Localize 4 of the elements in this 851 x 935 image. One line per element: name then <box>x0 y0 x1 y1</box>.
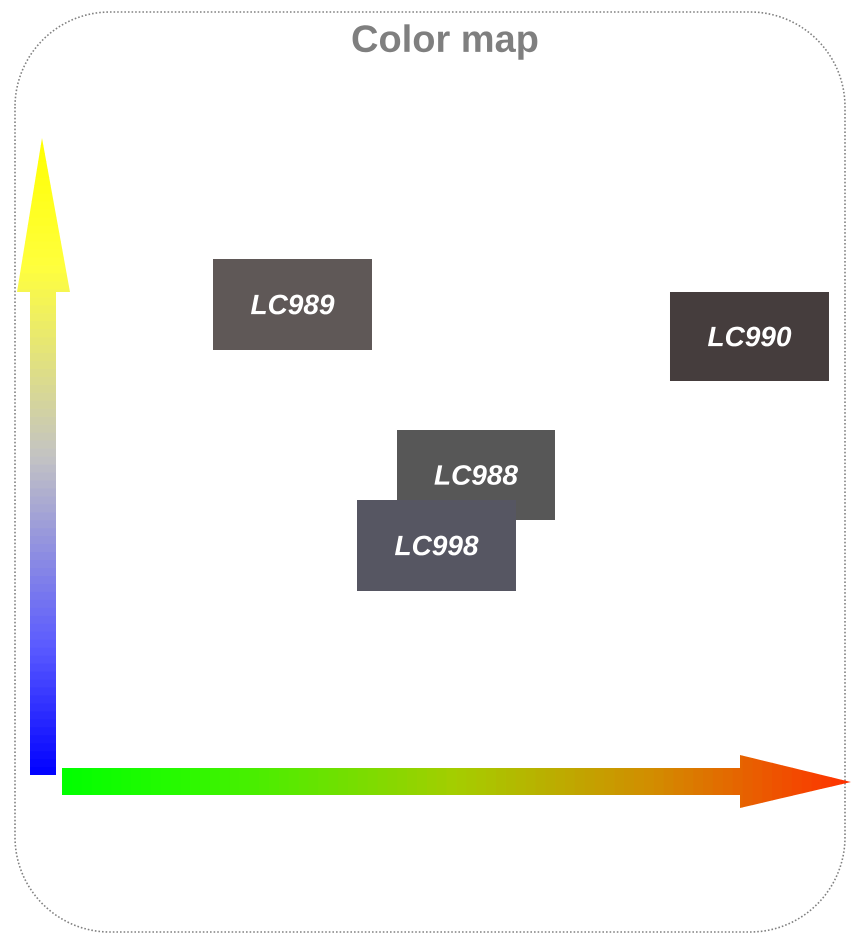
diagram-title: Color map <box>348 21 542 63</box>
label-box: LC990 <box>670 292 829 381</box>
label-box: LC998 <box>357 500 516 591</box>
label-box: LC989 <box>213 259 372 350</box>
